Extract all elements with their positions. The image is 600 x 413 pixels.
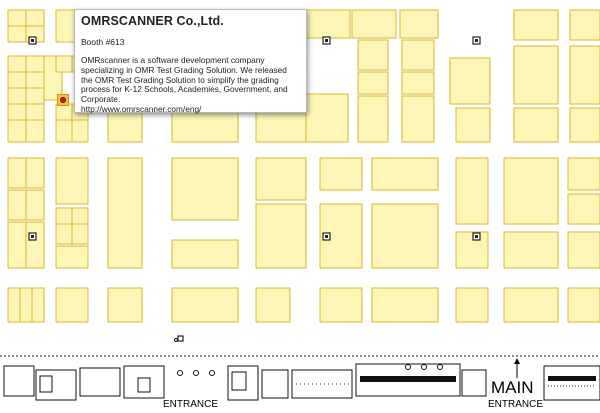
pillar-layer [28, 36, 481, 241]
booth[interactable] [55, 119, 73, 143]
booth[interactable] [107, 157, 143, 269]
booth[interactable] [455, 287, 489, 323]
location-dot-icon[interactable] [57, 94, 69, 106]
main-entrance-label: ENTRANCE [488, 399, 543, 410]
booth[interactable] [357, 71, 389, 95]
booth[interactable] [71, 119, 89, 143]
pillar-icon [28, 232, 37, 241]
pillar-icon [472, 36, 481, 45]
booth[interactable] [305, 9, 351, 39]
booth[interactable] [319, 157, 363, 191]
booth[interactable] [71, 207, 89, 225]
booth[interactable] [569, 45, 600, 105]
booth[interactable] [567, 231, 600, 269]
booth[interactable] [25, 189, 45, 221]
building-outline [0, 335, 600, 401]
booth[interactable] [513, 9, 559, 41]
booth[interactable] [503, 231, 559, 269]
booth[interactable] [567, 193, 600, 225]
company-description: OMRscanner is a software development com… [81, 55, 288, 105]
booth[interactable] [513, 45, 559, 105]
booth[interactable] [569, 9, 600, 41]
pillar-icon [28, 36, 37, 45]
booth[interactable] [513, 107, 559, 143]
main-label: MAIN [491, 378, 534, 397]
booth[interactable] [455, 231, 489, 269]
booth[interactable] [503, 157, 559, 225]
booth[interactable] [55, 55, 73, 73]
pillar-icon [472, 232, 481, 241]
booth[interactable] [357, 95, 389, 143]
booth[interactable] [171, 287, 239, 323]
booth[interactable] [449, 57, 491, 105]
booth[interactable] [7, 157, 27, 189]
booth[interactable] [371, 203, 439, 269]
booth[interactable] [25, 71, 45, 89]
booth[interactable] [569, 107, 600, 143]
booth[interactable] [255, 287, 291, 323]
booth[interactable] [107, 287, 143, 323]
booth[interactable] [55, 245, 89, 269]
booth[interactable] [7, 71, 27, 89]
booth[interactable] [319, 287, 363, 323]
booth[interactable] [401, 39, 435, 71]
booth[interactable] [255, 203, 307, 269]
booth[interactable] [55, 157, 89, 205]
booth-info-popup: OMRSCANNER Co.,Ltd. Booth #613 OMRscanne… [74, 9, 307, 114]
booth[interactable] [19, 287, 33, 323]
booth[interactable] [255, 157, 307, 201]
booth[interactable] [399, 9, 439, 39]
company-name: OMRSCANNER Co.,Ltd. [81, 14, 224, 28]
booth[interactable] [305, 93, 349, 143]
booth[interactable] [31, 287, 45, 323]
entrance-label: ENTRANCE [163, 399, 218, 410]
booth[interactable] [55, 223, 73, 245]
booth[interactable] [55, 103, 73, 121]
booth[interactable] [401, 95, 435, 143]
booth[interactable] [71, 223, 89, 245]
booth[interactable] [25, 87, 45, 105]
booth[interactable] [25, 157, 45, 189]
pillar-icon [322, 36, 331, 45]
booth[interactable] [25, 103, 45, 121]
booth[interactable] [7, 287, 21, 323]
arrow-up-icon [514, 358, 520, 378]
company-website-link[interactable]: http://www.omrscanner.com/eng/ [81, 103, 202, 114]
booth[interactable] [455, 157, 489, 225]
booth[interactable] [25, 221, 45, 269]
booth[interactable] [357, 39, 389, 71]
booth[interactable] [7, 103, 27, 121]
booth[interactable] [455, 107, 491, 143]
booth[interactable] [567, 287, 600, 323]
booth[interactable] [25, 119, 45, 143]
booth[interactable] [371, 287, 439, 323]
booth[interactable] [171, 239, 239, 269]
booth[interactable] [7, 55, 27, 73]
booth[interactable] [371, 157, 439, 191]
booth[interactable] [503, 287, 559, 323]
booth[interactable] [7, 119, 27, 143]
booth[interactable] [7, 221, 27, 269]
booth[interactable] [351, 9, 397, 39]
booth[interactable] [567, 157, 600, 191]
pillar-icon [322, 232, 331, 241]
booth[interactable] [7, 189, 27, 221]
booth[interactable] [401, 71, 435, 95]
booth[interactable] [25, 55, 45, 73]
booth-number: Booth #613 [81, 37, 125, 47]
booth[interactable] [55, 287, 89, 323]
booth[interactable] [7, 87, 27, 105]
booth[interactable] [7, 25, 27, 43]
booth[interactable] [55, 207, 73, 225]
booth[interactable] [171, 157, 239, 221]
